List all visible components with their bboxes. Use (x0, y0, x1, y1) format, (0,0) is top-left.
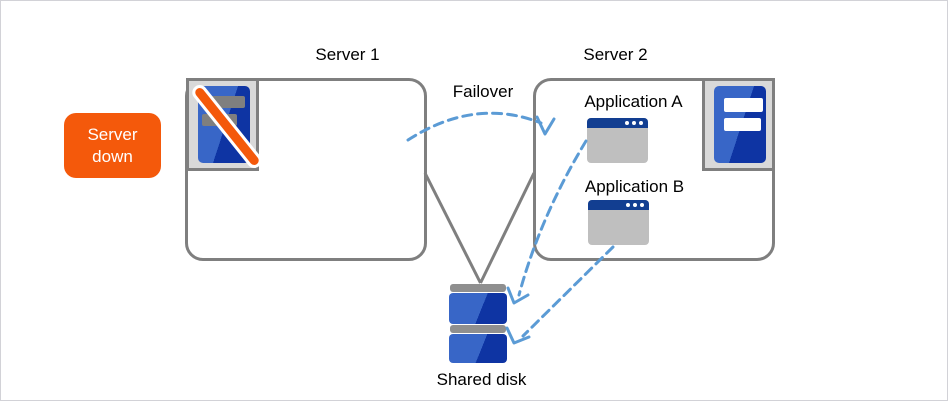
application-b-icon (588, 200, 649, 245)
server-chassis (714, 86, 766, 163)
server1-disk-line (423, 172, 482, 284)
server-slot (724, 118, 761, 131)
server-down-badge-label: Server down (87, 124, 138, 166)
server-slot (724, 98, 763, 112)
active-server-icon (702, 78, 775, 171)
disk-cap (450, 325, 506, 333)
window-dot (633, 203, 637, 207)
application-b-label: Application B (584, 177, 685, 196)
failed-server-icon (186, 78, 265, 171)
server-down-badge: Server down (64, 113, 161, 178)
disk-platter (449, 334, 507, 363)
app-a-arrowhead-icon (506, 286, 530, 305)
window-titlebar (588, 200, 649, 210)
window-titlebar (587, 118, 648, 128)
app-b-arrowhead-icon (505, 326, 531, 345)
window-dot (626, 203, 630, 207)
application-a-label: Application A (584, 92, 683, 111)
window-dot (632, 121, 636, 125)
window-dots (626, 203, 644, 207)
server2-disk-line (479, 172, 536, 284)
failover-label: Failover (452, 82, 514, 101)
window-dot (625, 121, 629, 125)
window-dot (639, 121, 643, 125)
shared-disk-label: Shared disk (436, 370, 527, 389)
server1-label: Server 1 (315, 45, 380, 64)
server2-label: Server 2 (583, 45, 648, 64)
failover-arrow (406, 111, 543, 142)
application-a-icon (587, 118, 648, 163)
shared-disk-icon (449, 284, 507, 363)
window-dots (625, 121, 643, 125)
disk-platter (449, 293, 507, 324)
disk-cap (450, 284, 506, 292)
window-dot (640, 203, 644, 207)
